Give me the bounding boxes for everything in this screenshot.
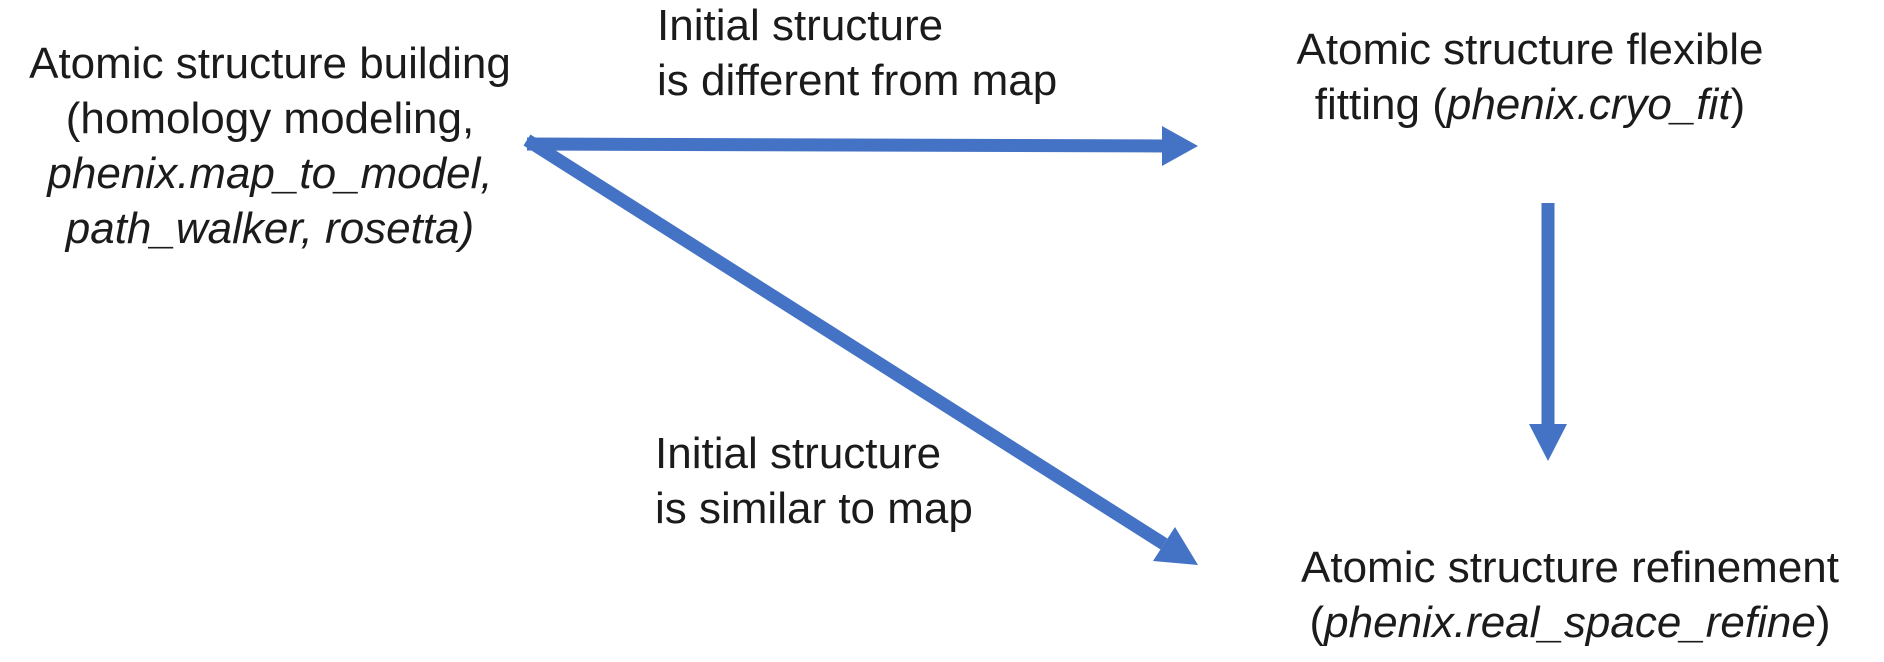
label-different-line1: Initial structure (657, 1, 944, 50)
diagonal-arrowhead-icon (1153, 527, 1198, 565)
node-structure-refinement-line2-pre: ( (1309, 598, 1325, 647)
arrow-building-to-fitting-shaft (526, 137, 1166, 153)
arrow-fitting-to-refinement (1529, 203, 1567, 461)
node-structure-building-line3: phenix.map_to_model, (47, 149, 493, 198)
node-flexible-fitting-tool-name: phenix.cryo_fit (1446, 80, 1731, 129)
node-structure-building-line1: Atomic structure building (29, 39, 511, 88)
node-structure-refinement-line2-post: ) (1815, 598, 1831, 647)
arrow-building-to-fitting (526, 126, 1198, 166)
node-flexible-fitting-line2: fitting (phenix.cryo_fit) (1280, 77, 1780, 132)
node-structure-refinement-tool-name: phenix.real_space_refine (1324, 598, 1816, 647)
node-flexible-fitting-line1: Atomic structure flexible (1296, 25, 1764, 74)
node-flexible-fitting: Atomic structure flexible fitting (pheni… (1280, 22, 1780, 132)
node-structure-building-line2: (homology modeling, (65, 94, 475, 143)
node-structure-refinement: Atomic structure refinement (phenix.real… (1270, 540, 1870, 650)
down-arrowhead-icon (1529, 424, 1567, 461)
node-structure-refinement-line1: Atomic structure refinement (1301, 543, 1839, 592)
label-similar-line1: Initial structure (655, 429, 942, 478)
node-structure-building-line4: path_walker, rosetta) (65, 204, 475, 253)
node-structure-refinement-line2: (phenix.real_space_refine) (1270, 595, 1870, 650)
node-flexible-fitting-line2-post: ) (1730, 80, 1746, 129)
arrow-building-to-refinement (523, 134, 1198, 565)
right-arrowhead-icon (1162, 126, 1198, 166)
label-similar-line2: is similar to map (655, 484, 973, 533)
label-similar-to-map: Initial structure is similar to map (655, 426, 973, 536)
label-different-from-map: Initial structure is different from map (657, 0, 1057, 108)
node-flexible-fitting-line2-pre: fitting ( (1314, 80, 1447, 129)
node-structure-building: Atomic structure building (homology mode… (5, 36, 535, 256)
label-different-line2: is different from map (657, 56, 1058, 105)
arrow-building-to-refinement-shaft (523, 134, 1168, 550)
